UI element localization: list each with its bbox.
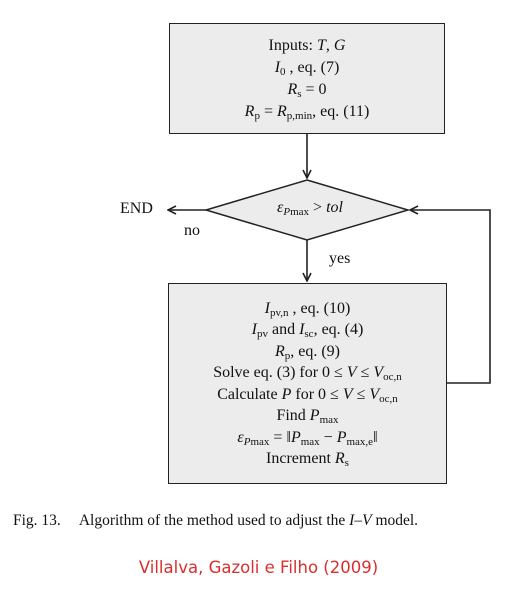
process-box: Ipv,n , eq. (10) Ipv and Isc, eq. (4) Rp…	[168, 283, 447, 484]
inputs-line-3: Rs = 0	[287, 80, 327, 100]
process-line-6: Find Pmax	[276, 407, 339, 426]
yes-label: yes	[329, 250, 351, 267]
process-line-3: Rp, eq. (9)	[274, 342, 341, 362]
figure-caption: Fig. 13. Algorithm of the method used to …	[13, 512, 418, 530]
process-line-1: Ipv,n , eq. (10)	[264, 299, 351, 319]
arrow-loop-back	[410, 210, 491, 384]
process-line-7: εPmax = ‖Pmax − Pmax,e‖	[237, 428, 378, 448]
inputs-line-1: Inputs: T, G	[268, 36, 346, 54]
inputs-box: Inputs: T, G I0 , eq. (7) Rs = 0 Rp = Rp…	[169, 23, 445, 134]
process-line-5: Calculate P for 0 ≤ V ≤ Voc,n	[217, 385, 398, 405]
process-line-8: Increment Rs	[266, 450, 349, 469]
process-line-2: Ipv and Isc, eq. (4)	[251, 321, 364, 340]
end-label: END	[120, 200, 153, 217]
inputs-line-2: I0 , eq. (7)	[274, 58, 340, 78]
inputs-line-4: Rp = Rp,min, eq. (11)	[244, 102, 370, 122]
caption-text: Algorithm of the method used to adjust t…	[78, 512, 419, 529]
no-label: no	[184, 222, 200, 239]
decision-condition: εPmax > tol	[277, 199, 343, 218]
caption-number: Fig. 13.	[13, 512, 61, 529]
process-line-4: Solve eq. (3) for 0 ≤ V ≤ Voc,n	[213, 364, 402, 383]
source-credit: Villalva, Gazoli e Filho (2009)	[138, 558, 379, 577]
